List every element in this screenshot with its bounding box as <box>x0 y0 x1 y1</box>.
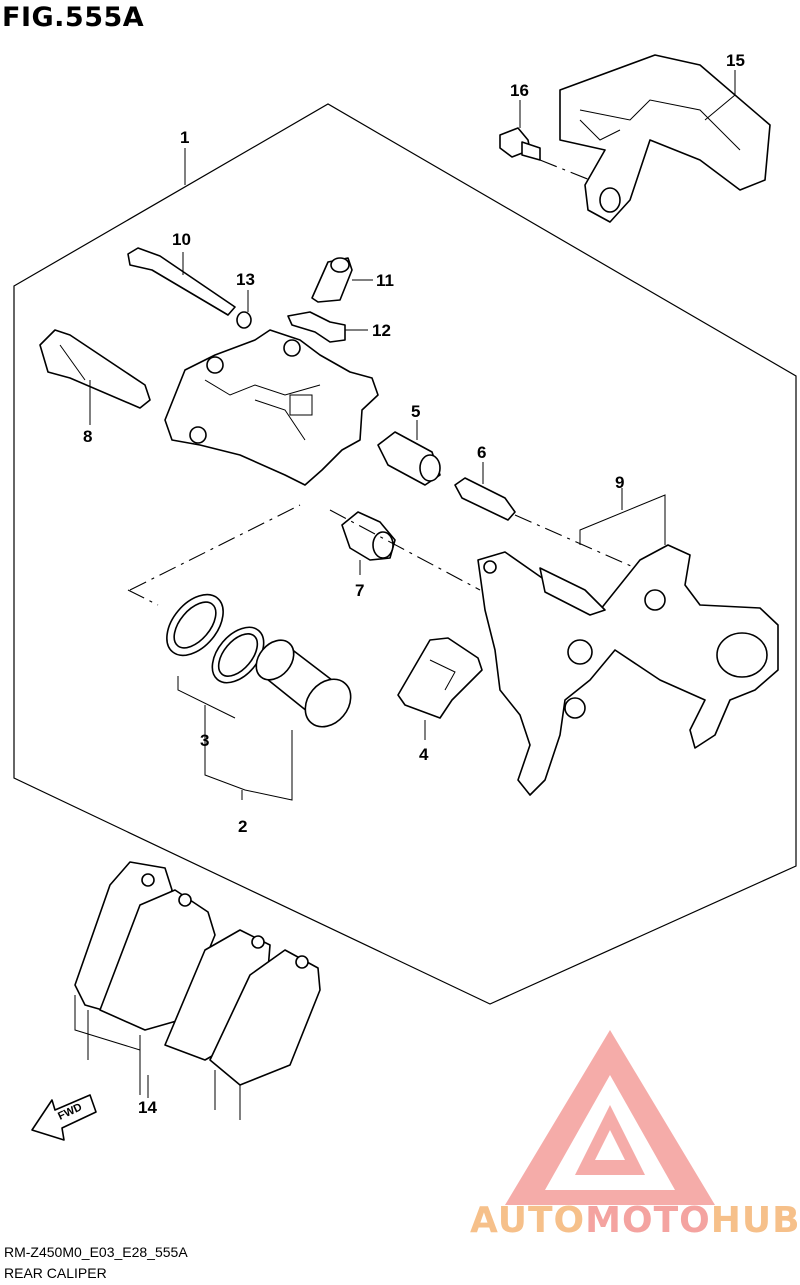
pin-bolt-part-8 <box>39 329 151 409</box>
pad-spring-part-4 <box>397 637 483 719</box>
guide-line <box>514 514 641 571</box>
callout-9: 9 <box>615 473 624 492</box>
callout-16: 16 <box>510 81 529 100</box>
watermark-logo <box>505 1030 715 1205</box>
watermark-brand: AUTOMOTOHUB <box>470 1200 800 1241</box>
callout-1: 1 <box>180 128 189 147</box>
callout-11-13: 13 <box>236 270 255 289</box>
bracket-part-15 <box>559 54 771 223</box>
callout-15: 15 <box>726 51 745 70</box>
bolt-part-16 <box>499 127 591 181</box>
callout-5: 5 <box>411 402 420 421</box>
guide-line <box>329 509 481 591</box>
support-bracket-part-9 <box>477 544 779 796</box>
assembly-outline <box>13 103 797 1005</box>
figure-title: FIG.555A <box>2 2 145 33</box>
o-ring-part-13 <box>236 311 252 329</box>
callout-10: 10 <box>172 230 191 249</box>
callout-6: 6 <box>477 443 486 462</box>
callout-11: 11 <box>376 271 394 290</box>
pin-part-6 <box>454 477 516 521</box>
guide-line <box>129 504 301 591</box>
caliper-body <box>164 329 379 486</box>
callout-2: 2 <box>238 817 247 836</box>
callout-3: 3 <box>200 731 209 750</box>
callout-4: 4 <box>419 745 429 764</box>
callout-8: 8 <box>83 427 92 446</box>
brand-part-3: HUB <box>710 1200 800 1241</box>
brand-part-2: MOTO <box>585 1200 711 1241</box>
callout-7: 7 <box>355 581 364 600</box>
fwd-arrow: FWD <box>31 1094 97 1141</box>
piston-part-2 <box>255 639 352 728</box>
sleeve-part-5 <box>377 431 441 486</box>
bleeder-part-11 <box>311 257 353 303</box>
brand-part-1: AUTO <box>470 1200 586 1241</box>
cap-part-12 <box>287 311 346 343</box>
boot-part-7 <box>341 511 396 561</box>
callout-14: 14 <box>138 1098 157 1117</box>
brake-pads-part-14 <box>74 861 321 1086</box>
diagram-name: REAR CALIPER <box>4 1265 107 1281</box>
leader-lines <box>74 70 736 1120</box>
diagram-code: RM-Z450M0_E03_E28_555A <box>4 1244 188 1260</box>
callout-12: 12 <box>372 321 391 340</box>
pin-part-10 <box>127 247 236 316</box>
guide-line <box>127 589 159 606</box>
seals-part-3 <box>166 593 265 684</box>
